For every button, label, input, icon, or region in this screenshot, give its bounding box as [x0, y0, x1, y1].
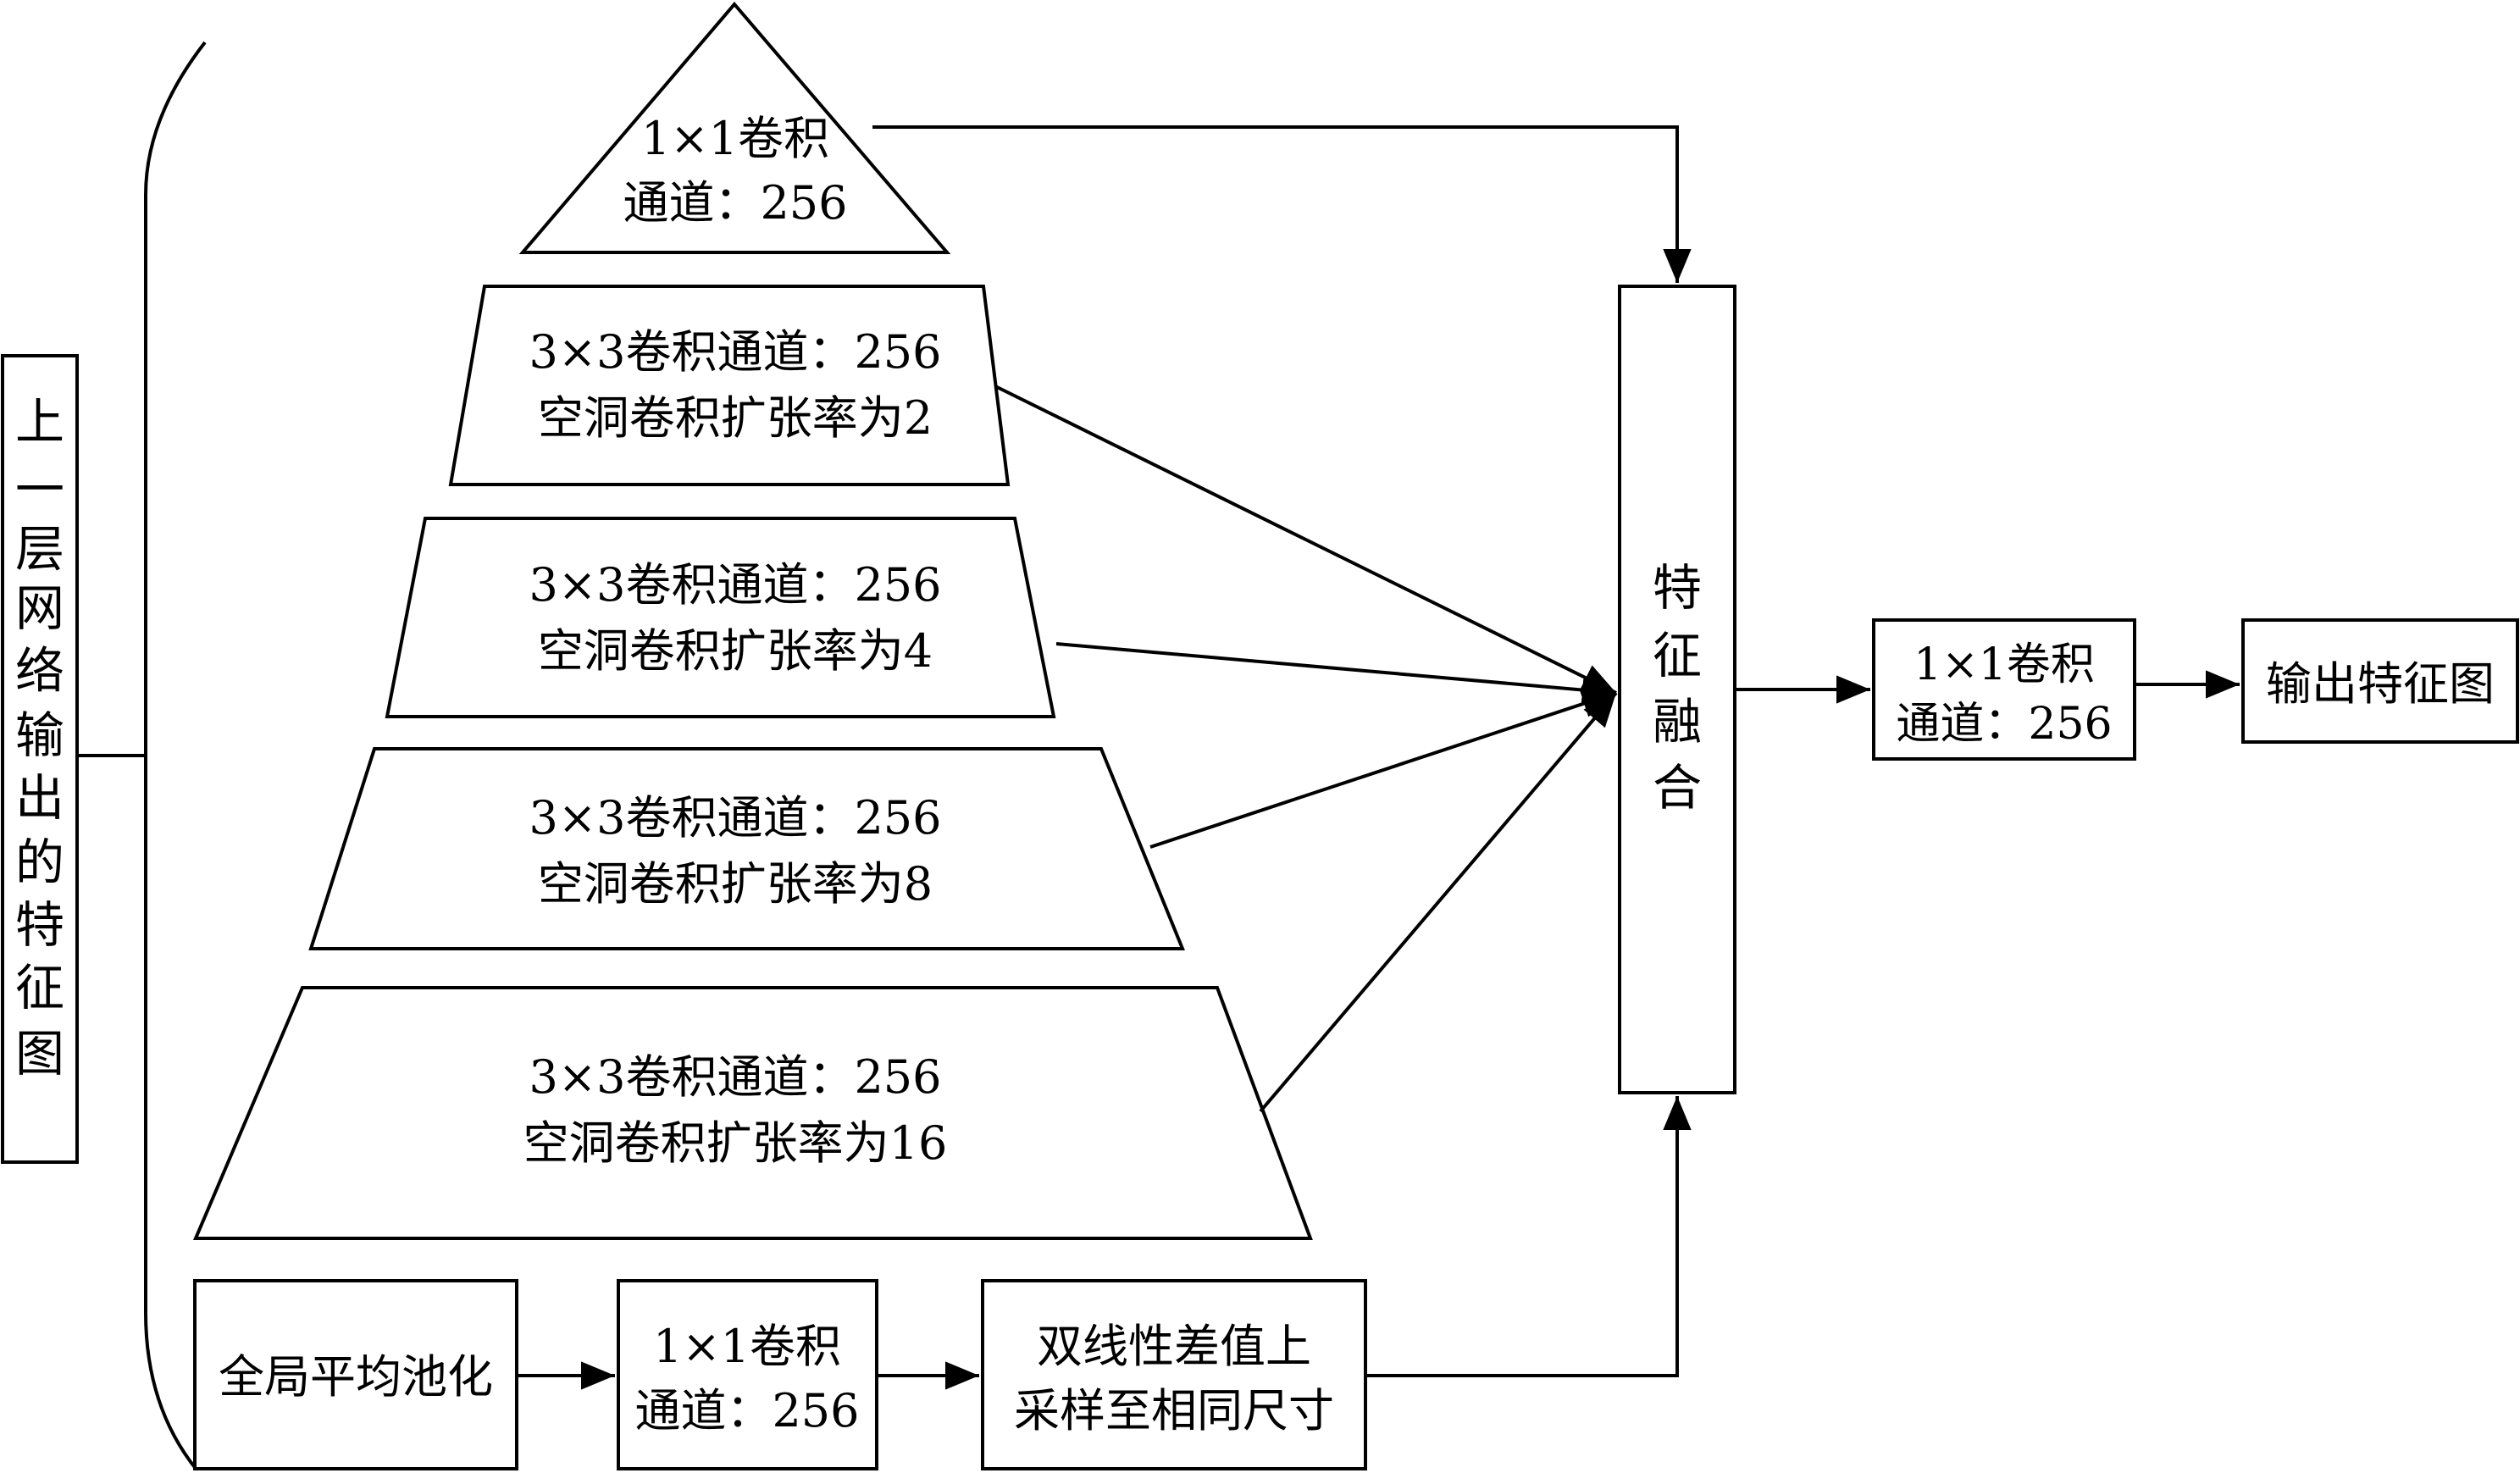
pooling-conv-line1: 1×1卷积: [653, 1320, 841, 1373]
fusion-label-char: 征: [1653, 627, 1702, 684]
input-label-char: 的: [15, 833, 64, 891]
branch-conv1x1-line1: 1×1卷积: [641, 112, 829, 165]
branch-brace: [144, 41, 207, 1471]
fusion-label-char: 融: [1653, 693, 1702, 750]
branch-conv1x1-line2: 通道：256: [623, 176, 847, 230]
branch-atrous16-line2: 空洞卷积扩张率为16: [523, 1116, 948, 1170]
branch-atrous8-line1: 3×3卷积通道：256: [529, 791, 941, 844]
input-label-char: 图: [15, 1025, 64, 1083]
global-average-pooling-box: 全局平均池化: [193, 1279, 518, 1470]
gap-label: 全局平均池化: [219, 1350, 493, 1404]
arrow-atrous8-to-fusion: [1149, 689, 1617, 849]
input-label-char: 上: [15, 393, 64, 451]
branch-atrous-rate-4: 3×3卷积通道：256 空洞卷积扩张率为4: [385, 517, 1056, 718]
post-conv1x1-box: 1×1卷积 通道：256: [1872, 618, 2136, 761]
upsample-line2: 采样至相同尺寸: [1014, 1384, 1334, 1437]
input-feature-map-box: 上 一 层 网 络 输 出 的 特 征 图: [1, 354, 79, 1164]
branch-atrous-rate-16: 3×3卷积通道：256 空洞卷积扩张率为16: [192, 986, 1313, 1240]
branch-atrous4-line1: 3×3卷积通道：256: [529, 558, 941, 612]
branch-atrous16-line1: 3×3卷积通道：256: [529, 1050, 941, 1104]
branch-atrous-rate-8: 3×3卷积通道：256 空洞卷积扩张率为8: [308, 747, 1185, 950]
branch-atrous-rate-2: 3×3卷积通道：256 空洞卷积扩张率为2: [448, 285, 1011, 486]
fusion-label-char: 特: [1653, 559, 1702, 617]
arrow-upsample-to-fusion: [1365, 1096, 1692, 1377]
output-feature-map-box: 输出特征图: [2241, 618, 2519, 744]
arrow-atrous16-to-fusion: [1259, 691, 1618, 1113]
input-label-char: 出: [15, 769, 64, 827]
input-label-char: 网: [15, 579, 64, 637]
input-label-char: 征: [15, 959, 64, 1016]
input-label-char: 一: [15, 461, 64, 518]
upsample-line1: 双线性差值上: [1037, 1320, 1311, 1373]
input-label-char: 输: [15, 706, 64, 764]
pooling-conv1x1-box: 1×1卷积 通道：256: [617, 1279, 878, 1470]
feature-fusion-box: 特 征 融 合: [1618, 285, 1736, 1094]
arrow-conv1x1-to-fusion: [872, 125, 1692, 283]
input-label-char: 层: [15, 520, 64, 578]
branch-conv1x1: 1×1卷积 通道：256: [518, 1, 951, 254]
bilinear-upsample-box: 双线性差值上 采样至相同尺寸: [981, 1279, 1367, 1470]
pooling-conv-line2: 通道：256: [634, 1384, 859, 1437]
post-conv-line2: 通道：256: [1896, 699, 2112, 750]
fusion-label-char: 合: [1653, 759, 1702, 817]
branch-atrous4-line2: 空洞卷积扩张率为4: [538, 624, 933, 678]
input-label-char: 络: [15, 642, 64, 700]
input-label-char: 特: [15, 896, 64, 954]
branch-atrous2-line1: 3×3卷积通道：256: [529, 325, 941, 379]
input-feature-map-label: 上 一 层 网 络 输 出 的 特 征 图: [15, 393, 64, 1083]
branch-atrous2-line2: 空洞卷积扩张率为2: [538, 391, 933, 445]
arrow-atrous4-to-fusion: [1055, 642, 1617, 705]
arrow-atrous2-to-fusion: [994, 385, 1617, 695]
output-label: 输出特征图: [2266, 657, 2495, 711]
branch-atrous8-line2: 空洞卷积扩张率为8: [538, 857, 933, 911]
post-conv-line1: 1×1卷积: [1914, 640, 2095, 690]
